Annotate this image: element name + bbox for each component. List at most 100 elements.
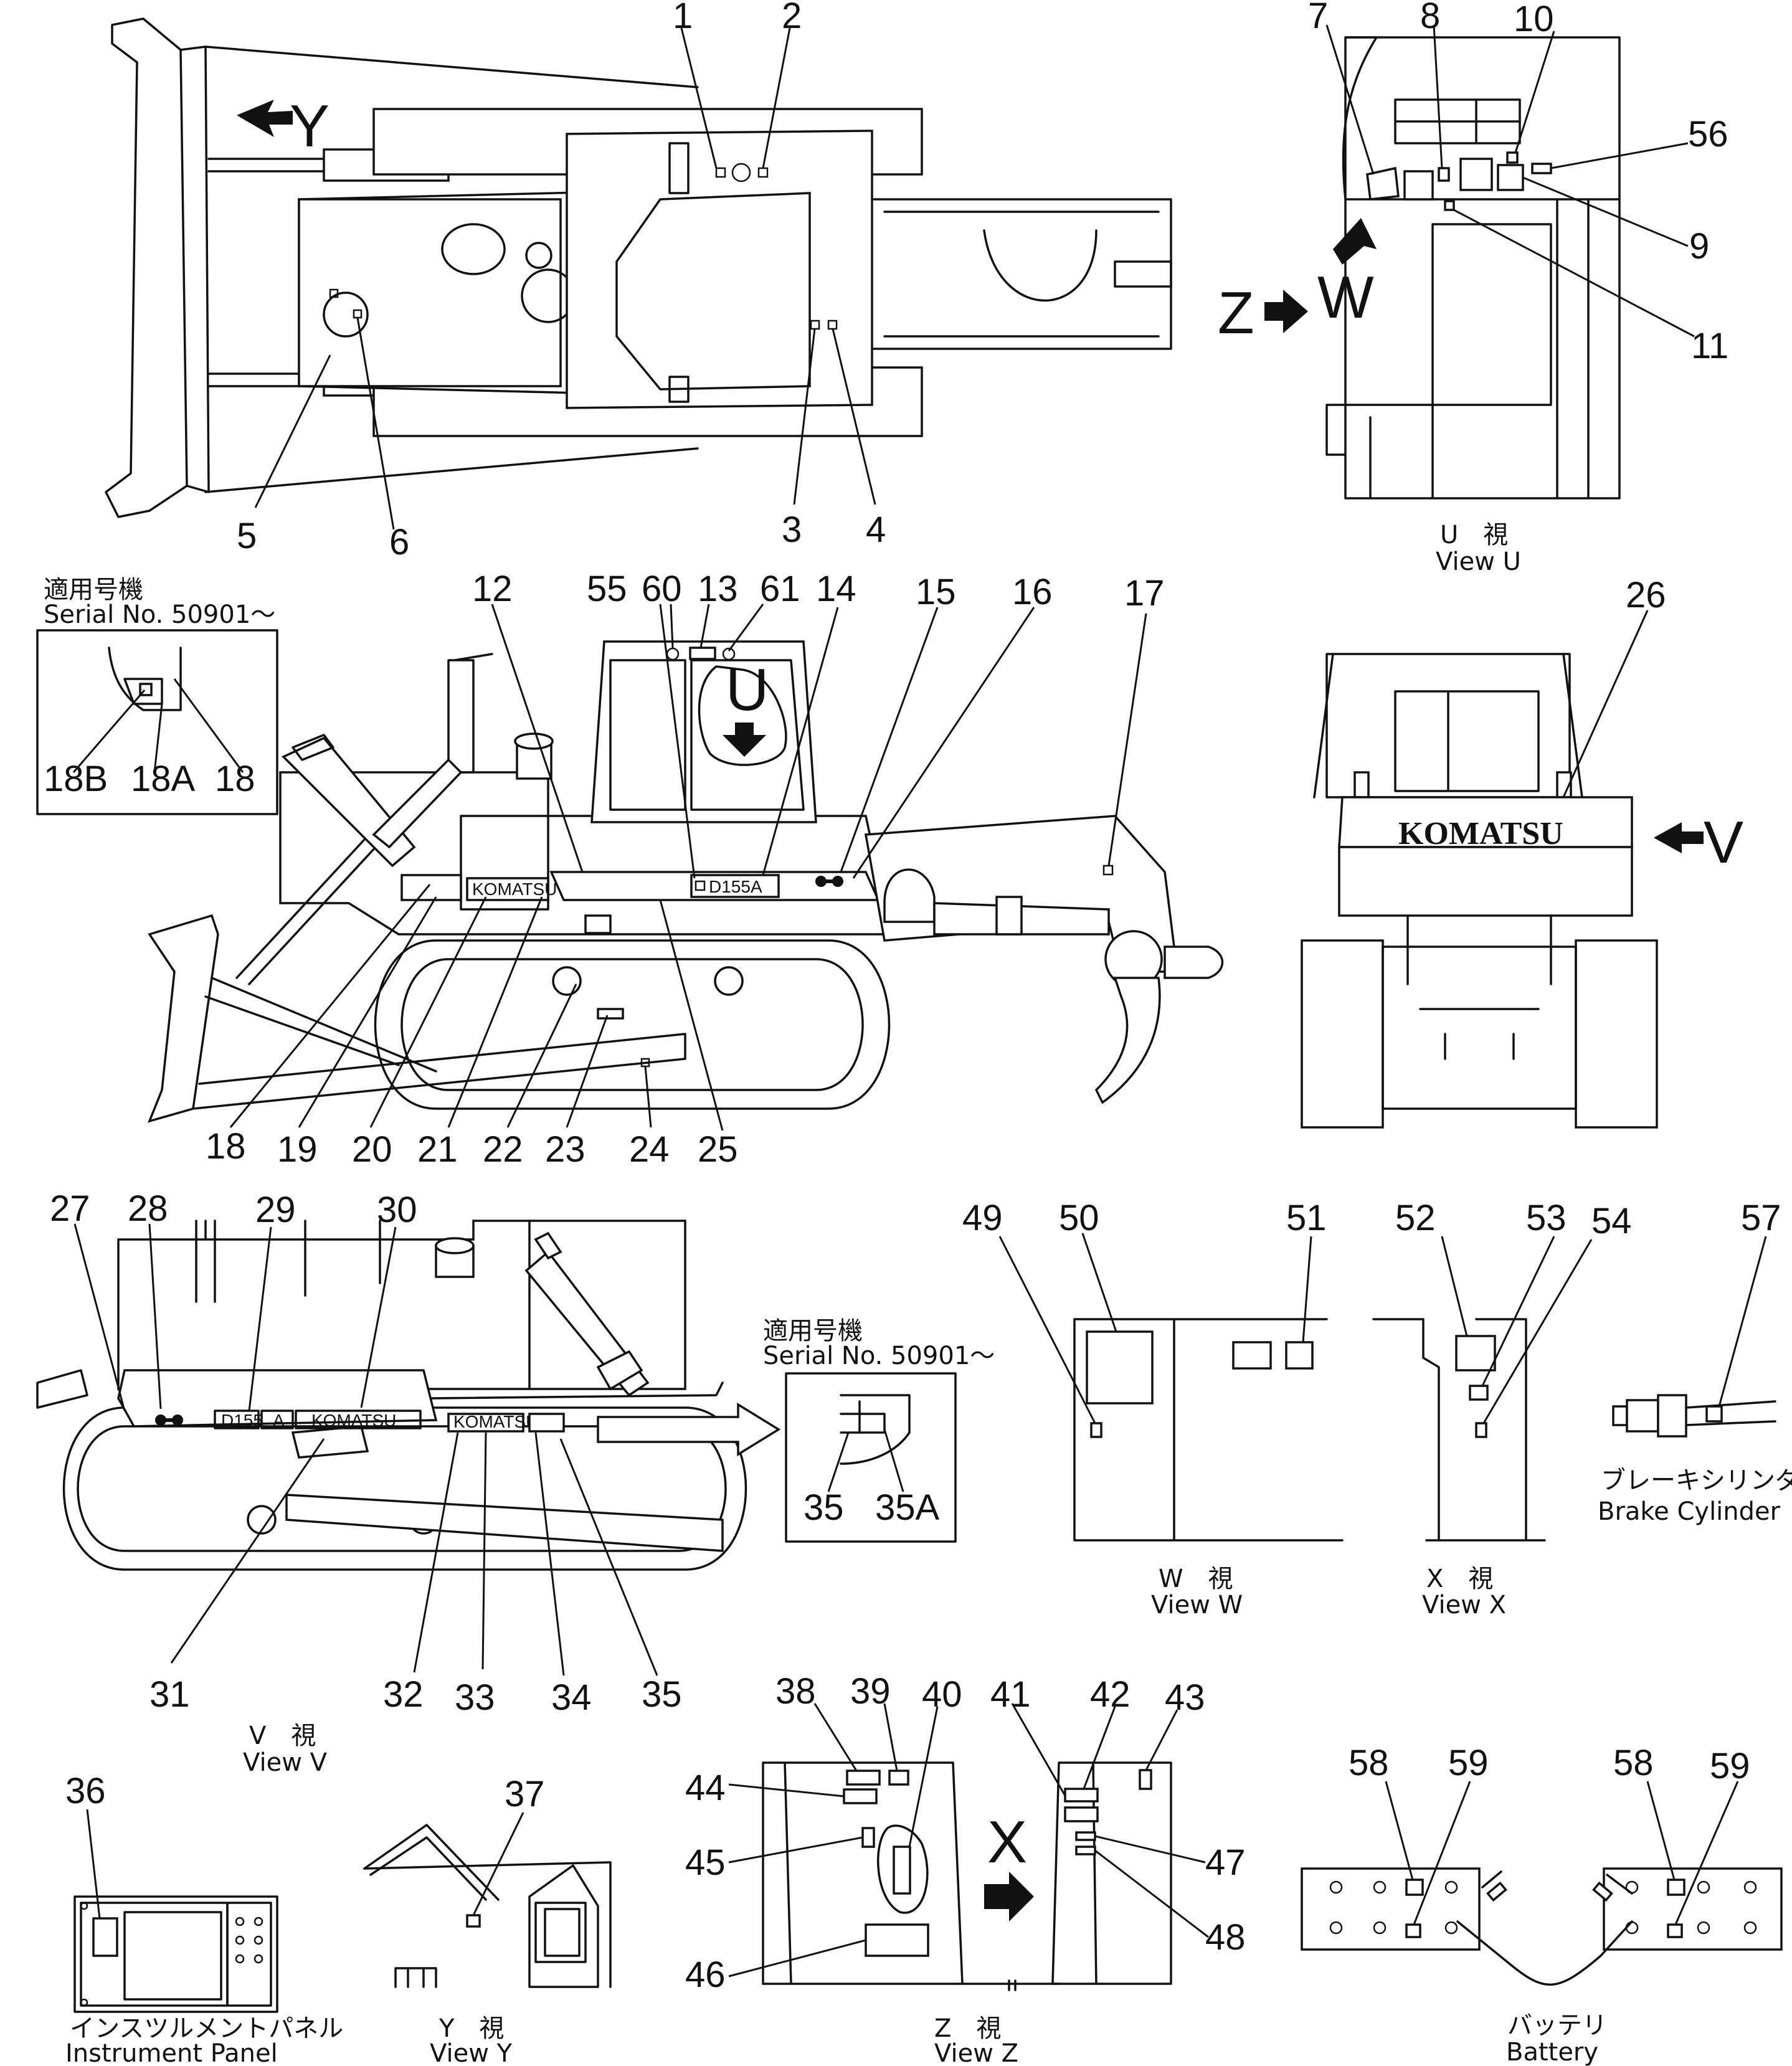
brake-cylinder: 57 ブレーキシリンダ Brake Cylinder <box>1598 1198 1792 1526</box>
view-z: 38 39 40 44 45 46 41 42 43 47 48 X Z 視 V… <box>685 1671 1246 2066</box>
callout-3: 3 <box>782 509 802 550</box>
marker-x: X <box>987 1809 1027 1875</box>
callout-16: 16 <box>1012 572 1053 612</box>
view-x-caption-jp: X 視 <box>1426 1565 1493 1593</box>
marker-v: V <box>1704 809 1743 876</box>
view-v-decal-small: KOMATSU <box>453 1412 538 1431</box>
callout-17: 17 <box>1124 573 1165 614</box>
callout-5: 5 <box>237 516 257 556</box>
marker-y: Y <box>290 93 329 159</box>
marker-w: W <box>1317 264 1374 331</box>
callout-23: 23 <box>545 1129 585 1170</box>
callout-59-right: 59 <box>1710 1746 1750 1786</box>
side-decal-komatsu: KOMATSU <box>472 879 557 899</box>
callout-8: 8 <box>1420 0 1440 36</box>
marker-z: Z <box>1218 280 1254 346</box>
instrument-panel-caption-jp: インスツルメントパネル <box>70 2014 343 2043</box>
callout-52: 52 <box>1395 1198 1436 1238</box>
callout-48: 48 <box>1205 1917 1246 1958</box>
view-z-caption-jp: Z 視 <box>934 2014 1001 2043</box>
rear-view: KOMATSU V 26 <box>1301 575 1743 1129</box>
callout-9: 9 <box>1689 226 1709 267</box>
callout-18b: 18B <box>44 759 108 799</box>
callout-19: 19 <box>277 1129 318 1170</box>
view-u-caption-jp: U 視 <box>1440 521 1508 549</box>
callout-56: 56 <box>1688 114 1728 154</box>
callout-14: 14 <box>816 569 856 609</box>
view-w-caption-en: View W <box>1151 1591 1243 1619</box>
view-y: 37 Y 視 View Y <box>363 1774 612 2066</box>
callout-2: 2 <box>782 0 802 36</box>
callout-45: 45 <box>685 1842 726 1883</box>
callout-35a: 35A <box>875 1487 940 1528</box>
callout-58-right: 58 <box>1613 1743 1654 1783</box>
callout-15: 15 <box>916 572 956 612</box>
callout-54: 54 <box>1591 1201 1632 1241</box>
callout-6: 6 <box>389 522 409 562</box>
callout-49: 49 <box>962 1198 1003 1238</box>
callout-20: 20 <box>352 1129 392 1170</box>
callout-25: 25 <box>698 1129 738 1170</box>
callout-13: 13 <box>698 569 738 609</box>
callout-50: 50 <box>1059 1198 1099 1238</box>
callout-34: 34 <box>551 1677 592 1718</box>
brake-cylinder-caption-en: Brake Cylinder <box>1598 1497 1781 1526</box>
callout-31: 31 <box>149 1674 190 1715</box>
callout-58-left: 58 <box>1349 1743 1389 1783</box>
battery: 58 59 58 59 バッテリ Battery <box>1301 1743 1783 2066</box>
view-u-caption-en: View U <box>1436 547 1521 576</box>
view-u: 7 8 10 56 9 11 Z W U 視 View U <box>1218 0 1728 576</box>
callout-18a: 18A <box>131 759 196 799</box>
view-v-caption-en: View V <box>243 1748 328 1777</box>
serial-inset-1-en: Serial No. 50901〜 <box>44 600 275 629</box>
callout-59-left: 59 <box>1448 1743 1489 1783</box>
view-x: 52 53 54 X 視 View X <box>1372 1198 1632 1619</box>
callout-35: 35 <box>642 1674 682 1715</box>
brake-cylinder-caption-jp: ブレーキシリンダ <box>1601 1466 1792 1495</box>
callout-35-inset: 35 <box>804 1487 844 1528</box>
callout-32: 32 <box>383 1674 424 1715</box>
callout-37: 37 <box>505 1774 545 1814</box>
serial-inset-1: 適用号機 Serial No. 50901〜 18B 18A 18 <box>36 576 278 815</box>
callout-42: 42 <box>1090 1674 1131 1715</box>
callout-10: 10 <box>1514 0 1554 39</box>
side-decal-model: D155A <box>709 877 762 896</box>
view-v-decal-model-a: D155 <box>221 1411 263 1430</box>
callout-18: 18 <box>206 1126 246 1167</box>
callout-12: 12 <box>472 569 513 609</box>
instrument-panel: 36 インスツルメントパネル Instrument Panel <box>65 1771 343 2066</box>
callout-44: 44 <box>685 1768 726 1808</box>
callout-61: 61 <box>760 569 800 609</box>
callout-41: 41 <box>990 1674 1031 1715</box>
callout-36: 36 <box>65 1771 106 1811</box>
instrument-panel-caption-en: Instrument Panel <box>65 2039 278 2066</box>
callout-55: 55 <box>587 569 627 609</box>
view-v-decal-model-b: A <box>273 1411 285 1430</box>
callout-43: 43 <box>1165 1677 1205 1718</box>
callout-33: 33 <box>455 1677 495 1718</box>
callout-51: 51 <box>1286 1198 1327 1238</box>
top-view: Y 1 2 3 4 5 6 <box>105 0 1172 562</box>
callout-46: 46 <box>685 1955 726 1995</box>
view-v-decal-brand: KOMATSU <box>311 1411 396 1430</box>
callout-7: 7 <box>1308 0 1328 36</box>
callout-47: 47 <box>1205 1842 1246 1883</box>
serial-inset-2-jp: 適用号機 <box>763 1317 863 1345</box>
callout-18-inset: 18 <box>215 759 255 799</box>
callout-4: 4 <box>866 509 886 550</box>
battery-caption-jp: バッテリ <box>1507 2011 1607 2040</box>
callout-27: 27 <box>50 1188 90 1229</box>
callout-39: 39 <box>850 1671 891 1712</box>
rear-brand: KOMATSU <box>1398 816 1563 851</box>
callout-22: 22 <box>483 1129 523 1170</box>
callout-24: 24 <box>629 1129 670 1170</box>
view-y-caption-en: View Y <box>430 2039 513 2066</box>
callout-11: 11 <box>1691 326 1728 366</box>
callout-30: 30 <box>377 1190 417 1230</box>
view-v: D155 A KOMATSU KOMATSU 27 28 29 30 31 32… <box>36 1188 781 1777</box>
callout-1: 1 <box>673 0 693 36</box>
side-view: U KOMATSU D155A 12 55 <box>148 569 1224 1170</box>
serial-inset-2-en: Serial No. 50901〜 <box>763 1342 995 1370</box>
callout-60: 60 <box>642 569 682 609</box>
